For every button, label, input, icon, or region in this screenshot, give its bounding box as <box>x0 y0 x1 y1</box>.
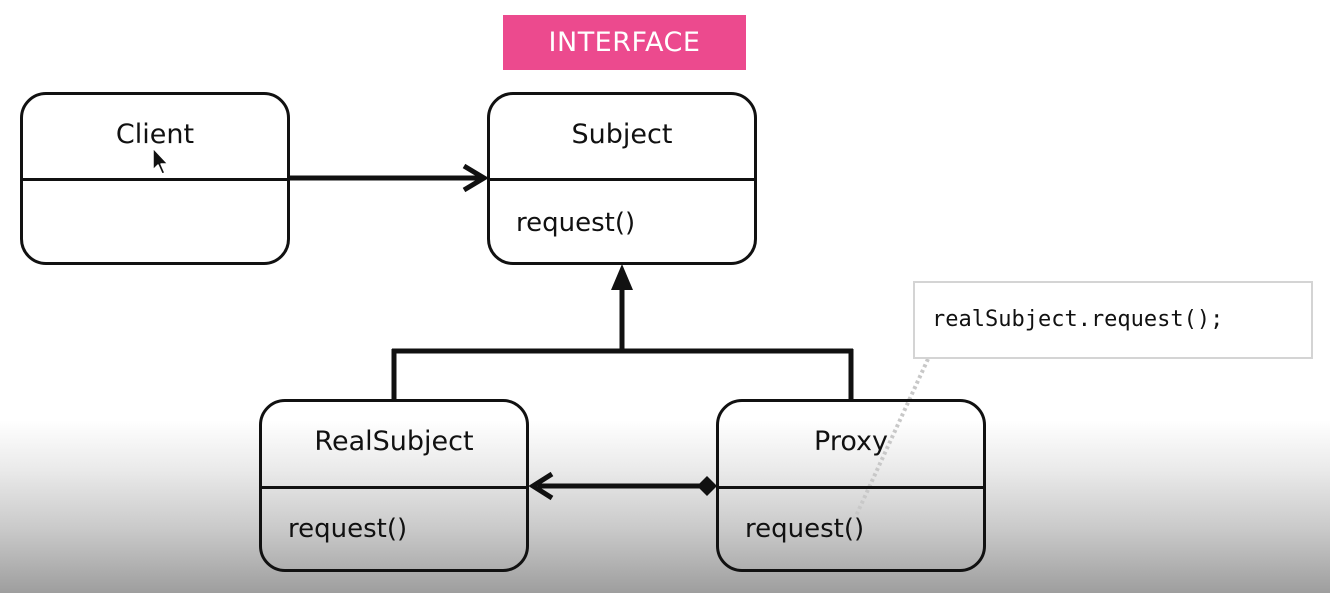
proxy-class-box: Proxy request() <box>716 399 986 572</box>
client-class-box: Client <box>20 92 290 265</box>
realsubject-method: request() <box>288 514 408 544</box>
client-class-name: Client <box>115 119 195 150</box>
subject-method: request() <box>516 208 636 238</box>
code-note: realSubject.request(); <box>913 281 1313 359</box>
mouse-pointer-icon <box>152 147 169 175</box>
proxy-class-divider <box>719 486 983 489</box>
realsubject-class-name: RealSubject <box>314 426 474 457</box>
subject-class-name: Subject <box>571 119 673 150</box>
client-to-subject-arrowhead <box>462 163 489 193</box>
note-leader-line <box>853 358 930 519</box>
composition-diamond <box>697 476 717 496</box>
interface-badge: INTERFACE <box>503 15 746 70</box>
subject-class-divider <box>490 178 754 181</box>
subject-class-box: Subject request() <box>487 92 757 265</box>
proxy-class-name: Proxy <box>814 426 888 457</box>
inheritance-arrowhead <box>611 264 633 290</box>
client-class-divider <box>23 178 287 181</box>
realsubject-class-divider <box>262 486 526 489</box>
realsubject-class-box: RealSubject request() <box>259 399 529 572</box>
proxy-to-realsubject-arrowhead <box>528 471 554 501</box>
proxy-method: request() <box>745 514 865 544</box>
